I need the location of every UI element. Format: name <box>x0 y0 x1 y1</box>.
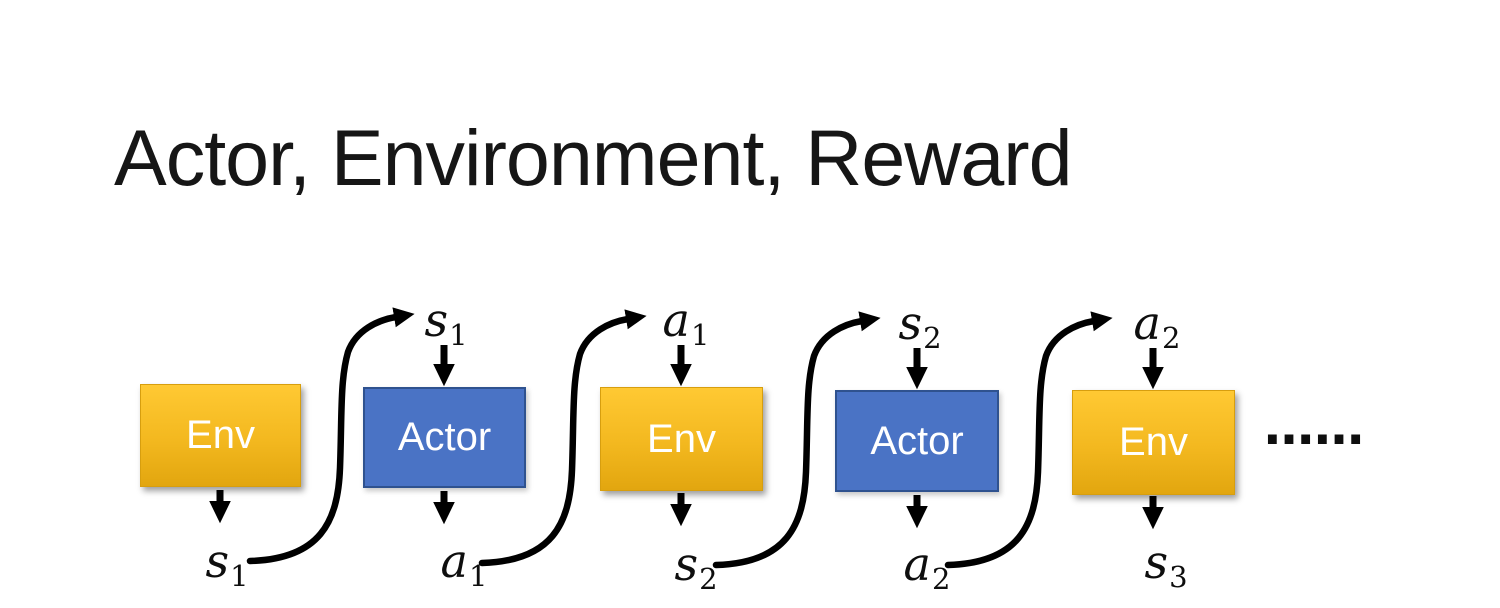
label-a2-bottom: a2 <box>904 541 951 594</box>
actor-box-2-label: Actor <box>870 418 964 463</box>
bottom-output-arrows <box>209 490 1164 530</box>
label-s2-bottom: s2 <box>674 541 717 594</box>
label-a1-bottom: a1 <box>441 538 488 591</box>
label-s3-bottom-base: s <box>1144 535 1169 589</box>
label-s1-top-base: s <box>424 293 449 347</box>
env-box-3: Env <box>1072 390 1235 495</box>
label-a2-top-sub: 2 <box>1161 321 1181 355</box>
actor-box-1-label: Actor <box>397 415 492 459</box>
label-s2-top: s2 <box>898 300 941 353</box>
transfer-arrows <box>246 307 1113 569</box>
label-a2-bottom-base: a <box>903 537 931 591</box>
label-s1-top-sub: 1 <box>449 318 468 352</box>
label-a1-bottom-base: a <box>440 534 468 588</box>
curve-s1-to-actor1 <box>246 307 415 565</box>
env-box-3-label: Env <box>1119 420 1188 464</box>
label-a2-bottom-sub: 2 <box>931 562 951 596</box>
env-box-1-label: Env <box>186 413 255 457</box>
label-a1-top-sub: 1 <box>690 318 710 352</box>
top-input-arrows <box>433 345 1164 390</box>
label-s1-bottom-base: s <box>205 534 230 588</box>
label-s3-bottom-sub: 3 <box>1169 560 1188 594</box>
label-s2-top-base: s <box>898 296 923 350</box>
slide-title: Actor, Environment, Reward <box>114 113 1073 202</box>
label-a1-bottom-sub: 1 <box>468 559 488 593</box>
label-a2-top-base: a <box>1133 296 1161 350</box>
env-box-2-label: Env <box>647 416 716 461</box>
continuation-ellipsis: …… <box>1264 398 1364 456</box>
label-s1-bottom-sub: 1 <box>230 559 249 593</box>
curve-a2-to-env3 <box>944 311 1113 569</box>
label-s1-bottom: s1 <box>205 538 248 591</box>
actor-box-1: Actor <box>363 387 526 488</box>
env-box-1: Env <box>140 384 301 487</box>
curve-a1-to-env2 <box>478 309 647 567</box>
actor-box-2: Actor <box>835 390 999 492</box>
label-s3-bottom: s3 <box>1144 539 1187 592</box>
label-s2-bottom-sub: 2 <box>699 562 718 596</box>
label-s2-top-sub: 2 <box>923 321 942 355</box>
env-box-2: Env <box>600 387 763 491</box>
label-s2-bottom-base: s <box>674 537 699 591</box>
label-a2-top: a2 <box>1134 300 1181 353</box>
label-s1-top: s1 <box>424 297 467 350</box>
label-a1-top-base: a <box>662 293 690 347</box>
label-a1-top: a1 <box>663 297 710 350</box>
curve-s2-to-actor2 <box>712 311 881 569</box>
